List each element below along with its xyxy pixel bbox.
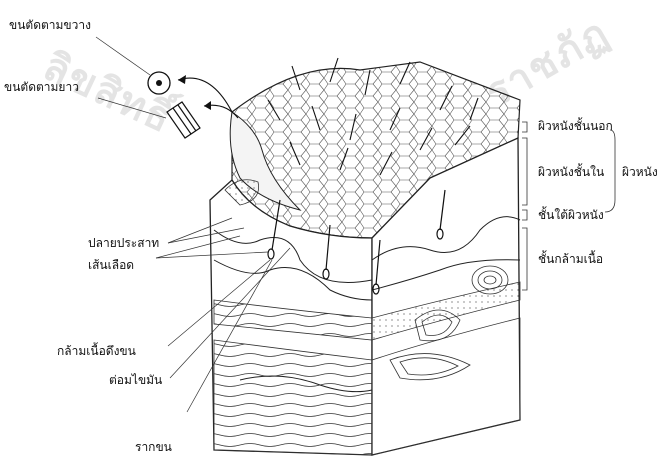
label-nerve-endings: ปลายประสาท (88, 236, 159, 250)
label-hair-long-section: ขนตัดตามยาว (4, 80, 79, 94)
label-hair-cross-section: ขนตัดตามขวาง (9, 18, 91, 32)
label-arrector-pili: กล้ามเนื้อดึงขน (57, 344, 136, 358)
hair-cross-section-icon (148, 72, 170, 94)
label-epidermis: ผิวหนังชั้นนอก (538, 119, 613, 133)
label-muscle-layer: ชั้นกล้ามเนื้อ (538, 252, 603, 266)
label-skin: ผิวหนัง (622, 165, 658, 179)
label-subcutaneous: ชั้นใต้ผิวหนัง (538, 208, 604, 222)
label-dermis: ผิวหนังชั้นใน (538, 165, 604, 179)
label-hair-root: รากขน (135, 440, 172, 454)
label-blood-vessel: เส้นเลือด (88, 258, 134, 272)
label-sebaceous-gland: ต่อมไขมัน (109, 373, 162, 387)
hair-long-section-icon (167, 102, 200, 138)
muscle-band-left (214, 340, 372, 455)
